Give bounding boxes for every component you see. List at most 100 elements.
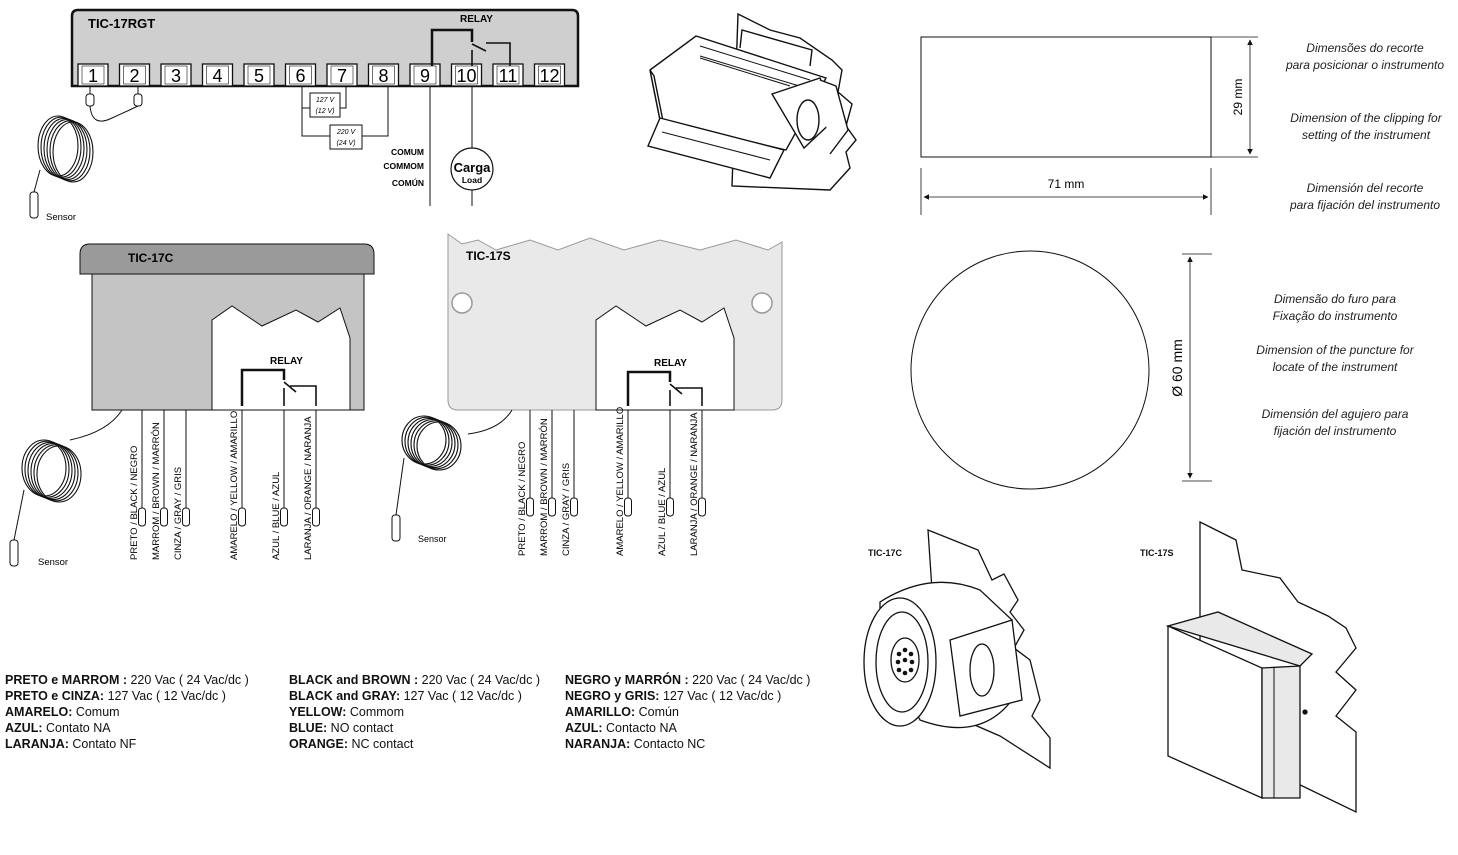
wire-label: MARROM / BROWN / MARRÓN	[539, 418, 550, 556]
wire-terminal	[698, 497, 706, 517]
terminal-box	[160, 63, 192, 87]
wire-terminal	[182, 507, 190, 527]
wire-terminal	[624, 497, 632, 517]
terminal-number: 1	[88, 66, 98, 86]
wire-label: MARROM / BROWN / MARRÓN	[151, 422, 162, 560]
legend-row: AZUL: Contacto NA	[565, 721, 677, 735]
svg-text:(24 V): (24 V)	[336, 140, 355, 147]
terminal-number: 4	[212, 66, 222, 86]
wire-label: PRETO / BLACK / NEGRO	[129, 446, 140, 560]
wire-terminal	[548, 497, 556, 517]
terminal-box	[533, 63, 566, 87]
terminal-box	[77, 63, 109, 87]
common-and-load: COMUM COMMOM COMÚN Carga Load	[383, 86, 494, 206]
wire-terminal	[570, 497, 578, 517]
legend-row: LARANJA: Contato NF	[5, 737, 137, 751]
legend-row: NEGRO y GRIS: 127 Vac ( 12 Vac/dc )	[565, 689, 782, 703]
wire-terminal	[160, 507, 168, 527]
terminal-box	[367, 63, 400, 87]
common-label-en: COMMOM	[383, 161, 424, 171]
legend-row: BLACK and BROWN : 220 Vac ( 24 Vac/dc )	[289, 673, 540, 687]
wire-label: AMARELO / YELLOW / AMARILLO	[615, 407, 626, 556]
terminal-box	[450, 63, 483, 87]
tic17s-title: TIC-17S	[466, 249, 511, 263]
wire-label: AZUL / BLUE / AZUL	[657, 468, 668, 556]
terminal-box	[201, 63, 234, 87]
voltage-box-220	[329, 124, 363, 150]
tic17c-controller: TIC-17C RELAY PRETO / BLACK / NEGRO MARRO…	[9, 243, 375, 568]
load-label: Carga	[454, 160, 492, 175]
terminal-box	[326, 63, 358, 87]
cutout-note-pt: Dimensões do recorte para posicionar o i…	[1285, 41, 1445, 72]
load-label-en: Load	[462, 175, 482, 185]
sensor-label-top: Sensor	[46, 212, 76, 223]
cutout-height-label: 29 mm	[1231, 79, 1245, 116]
mounting-hole-circle	[910, 250, 1150, 490]
terminal-number: 8	[378, 66, 388, 86]
terminal-box	[243, 63, 275, 87]
cutout-note-en: Dimension of the clipping for setting of…	[1290, 111, 1442, 142]
wire-terminal	[526, 497, 534, 517]
terminal-number: 11	[499, 66, 518, 86]
wire-label: AZUL / BLUE / AZUL	[271, 472, 282, 560]
cutout-width-label: 71 mm	[1048, 177, 1085, 191]
tic17c-title: TIC-17C	[128, 251, 174, 265]
legend-row: ORANGE: NC contact	[289, 737, 414, 751]
common-label-es: COMÚN	[392, 177, 424, 188]
hole-dimension-drawing: Ø 60 mm	[910, 250, 1212, 490]
voltage-box-127	[309, 92, 341, 118]
tic17rgt-title: TIC-17RGT	[88, 16, 155, 31]
legend-row: NEGRO y MARRÓN : 220 Vac ( 24 Vac/dc )	[565, 673, 811, 687]
legend-english: BLACK and BROWN : 220 Vac ( 24 Vac/dc ) B…	[289, 672, 540, 752]
wire-label: LARANJA / ORANGE / NARANJA	[689, 412, 700, 556]
legend-spanish: NEGRO y MARRÓN : 220 Vac ( 24 Vac/dc ) NE…	[565, 672, 810, 752]
tic17rgt-relay-label: RELAY	[460, 14, 493, 25]
svg-text:127 V: 127 V	[316, 97, 336, 104]
legend-row: YELLOW: Commom	[289, 705, 405, 719]
sensor-probe-top: Sensor	[29, 86, 143, 223]
terminal-number: 2	[129, 66, 139, 86]
hole-note-pt: Dimensão do furo para Fixação do instrum…	[1272, 292, 1398, 323]
sensor-label-s: Sensor	[418, 534, 447, 544]
voltage-jumpers: 127 V (12 V) 220 V (24 V)	[301, 86, 389, 150]
wire-label: AMARELO / YELLOW / AMARILLO	[229, 411, 240, 560]
legend-portuguese: PRETO e MARROM : 220 Vac ( 24 Vac/dc )PR…	[5, 672, 249, 752]
terminal-box	[118, 63, 151, 87]
tic17rgt-3d-view	[647, 12, 857, 191]
legend-row: AMARILLO: Común	[565, 705, 679, 719]
terminal-number: 10	[456, 66, 476, 86]
legend-row: AMARELO: Comum	[5, 705, 120, 719]
wire-terminal	[238, 507, 246, 527]
legend-row: BLACK and GRAY: 127 Vac ( 12 Vac/dc )	[289, 689, 522, 703]
hole-note-es: Dimensión del agujero para fijación del …	[1261, 407, 1409, 438]
terminal-box	[409, 63, 441, 87]
wire-label: CINZA / GRAY / GRIS	[561, 463, 572, 556]
mount-s-label: TIC-17S	[1140, 548, 1174, 558]
wire-terminal	[312, 507, 320, 527]
wire-terminal	[280, 507, 288, 527]
svg-text:(12 V): (12 V)	[315, 108, 334, 115]
tic17c-mounted-view: TIC-17C	[863, 529, 1051, 770]
mount-c-label: TIC-17C	[868, 548, 903, 558]
common-label-pt: COMUM	[391, 147, 424, 157]
legend-row: AZUL: Contato NA	[5, 721, 111, 735]
hole-note-en: Dimension of the puncture for locate of …	[1256, 343, 1414, 374]
terminal-number: 12	[539, 66, 559, 86]
cutout-rectangle	[920, 36, 1212, 158]
sensor-label-c: Sensor	[38, 557, 68, 568]
hole-diameter-label: Ø 60 mm	[1169, 339, 1185, 397]
wire-terminal	[138, 507, 146, 527]
cutout-note-es: Dimensión del recorte para fijación del …	[1289, 181, 1441, 212]
terminal-box	[284, 63, 317, 87]
tic17c-relay-label: RELAY	[270, 356, 303, 367]
legend-row: NARANJA: Contacto NC	[565, 737, 706, 751]
wire-label: LARANJA / ORANGE / NARANJA	[303, 416, 314, 560]
tic17s-mounted-view: TIC-17S	[1140, 520, 1357, 814]
terminal-number: 9	[420, 66, 430, 86]
wire-terminal	[666, 497, 674, 517]
legend-row: PRETO e MARROM : 220 Vac ( 24 Vac/dc )	[5, 673, 249, 687]
terminal-number: 7	[337, 66, 347, 86]
